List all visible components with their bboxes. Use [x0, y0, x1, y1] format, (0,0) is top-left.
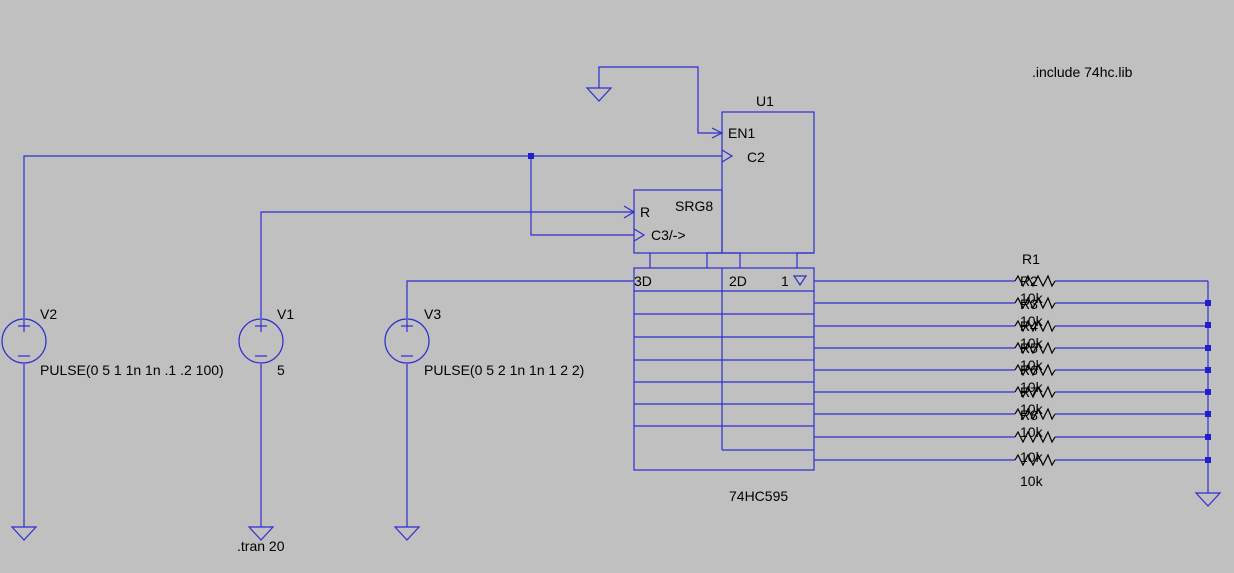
resistor-value: 10k [1020, 424, 1044, 440]
resistor-icon [1014, 341, 1056, 355]
resistor-icon [1014, 453, 1056, 467]
resistor-value: 10k [1020, 357, 1044, 373]
source-name-v3: V3 [424, 306, 441, 322]
resistor-name: R6 [1020, 362, 1038, 378]
ic-output-block [633, 267, 815, 471]
resistor-value: 10k [1020, 449, 1044, 465]
junction-dot [1205, 411, 1211, 417]
resistor-name: R3 [1020, 296, 1038, 312]
junction-dot [1205, 389, 1211, 395]
ic-name: U1 [756, 93, 774, 109]
resistor-name: R4 [1020, 318, 1038, 334]
resistor-icon [1014, 274, 1056, 288]
ground-icon [393, 526, 421, 541]
ic-control-block [721, 111, 815, 254]
output-enable-icon [792, 275, 808, 287]
resistor-value: 10k [1020, 473, 1044, 489]
resistor-icon [1014, 319, 1056, 333]
ic-block-label: SRG8 [675, 198, 713, 214]
ic-shift-register-block [633, 189, 723, 254]
junction-dot [1205, 367, 1211, 373]
junction-dot [1205, 434, 1211, 440]
ground-icon [10, 526, 38, 541]
pin-c3: C3/-> [651, 227, 686, 243]
junction-dot [1205, 345, 1211, 351]
source-value-v1: 5 [277, 362, 285, 378]
voltage-source-v2[interactable]: V2 PULSE(0 5 1 1n 1n .1 .2 100) [1, 306, 224, 378]
resistor-network[interactable]: R1 R2 10k R3 10k R4 10k R5 10k R6 10k R7… [1014, 251, 1056, 489]
ground-icon [1194, 492, 1222, 507]
clock-arrow-icon [721, 149, 734, 163]
junctions [528, 153, 1211, 463]
enable-arrow-icon [711, 127, 724, 139]
source-value-v3: PULSE(0 5 2 1n 1n 1 2 2) [424, 362, 584, 378]
resistor-name: R1 [1022, 251, 1040, 267]
voltage-source-v1[interactable]: V1 5 [238, 306, 294, 378]
source-name-v2: V2 [40, 306, 57, 322]
resistor-icon [1014, 363, 1056, 377]
ic-74hc595[interactable]: U1 EN1 C2 SRG8 R C3/-> 3D 2D 1 74HC595 [623, 93, 815, 504]
pin-reset: R [640, 204, 650, 220]
source-value-v2: PULSE(0 5 1 1n 1n .1 .2 100) [40, 362, 224, 378]
ground-icon [585, 87, 613, 102]
resistor-value: 10k [1020, 335, 1044, 351]
resistor-value: 10k [1020, 379, 1044, 395]
include-directive[interactable]: .include 74hc.lib [1032, 64, 1133, 80]
pin-c2: C2 [747, 149, 765, 165]
resistor-value: 10k [1020, 290, 1044, 306]
junction-dot [1205, 457, 1211, 463]
junction-dot [1205, 300, 1211, 306]
clock-arrow-icon [633, 228, 646, 242]
voltage-source-icon [384, 318, 430, 364]
resistor-value: 10k [1020, 313, 1044, 329]
resistor-icon [1014, 430, 1056, 444]
tran-directive[interactable]: .tran 20 [237, 538, 285, 554]
resistor-icon [1014, 296, 1056, 310]
voltage-source-icon [238, 318, 284, 364]
pin-3d: 3D [634, 273, 652, 289]
reset-arrow-icon [623, 205, 636, 219]
voltage-source-v3[interactable]: V3 PULSE(0 5 2 1n 1n 1 2 2) [384, 306, 584, 378]
enable-ground-net [585, 66, 722, 134]
voltage-source-icon [1, 318, 47, 364]
resistor-name: R7 [1020, 384, 1038, 400]
resistor-icon [1014, 407, 1056, 421]
ic-part: 74HC595 [729, 488, 788, 504]
resistor-icon [1014, 385, 1056, 399]
resistor-name: R8 [1020, 407, 1038, 423]
pin-2d: 2D [729, 273, 747, 289]
resistor-value: 10k [1020, 401, 1044, 417]
source-name-v1: V1 [277, 306, 294, 322]
wires [23, 155, 1209, 527]
resistor-name: R5 [1020, 340, 1038, 356]
pin-en1: EN1 [728, 125, 755, 141]
junction-dot [1205, 322, 1211, 328]
pin-out: 1 [781, 273, 789, 289]
resistor-name: R2 [1020, 273, 1038, 289]
junction-dot [528, 153, 534, 159]
ground-icon [247, 526, 275, 541]
